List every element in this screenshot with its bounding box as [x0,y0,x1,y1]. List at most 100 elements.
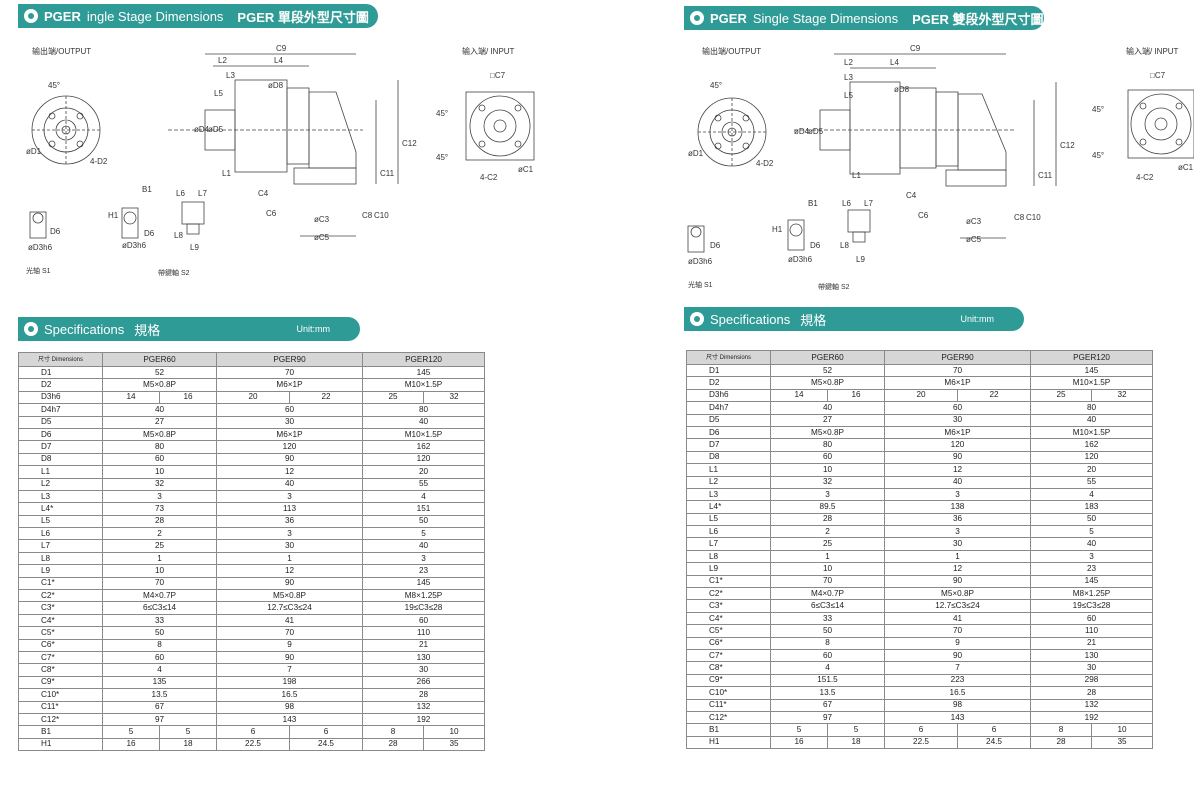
table-cell: 32 [1091,388,1153,403]
table-cell: M4×0.7P [770,587,885,601]
svg-text:øC3: øC3 [314,215,330,224]
table-cell: 132 [362,700,485,714]
row-label: L2 [18,477,103,491]
banner-title-cn: PGER 雙段外型尺寸圖 [912,11,1044,27]
table-cell: 30 [362,663,485,677]
table-header-cell: PGER60 [102,352,217,367]
table-cell: 1 [884,549,1031,564]
svg-text:C8: C8 [362,211,373,220]
svg-text:C9: C9 [910,44,921,53]
svg-text:C10: C10 [374,211,389,220]
svg-text:45°: 45° [436,153,448,162]
table-cell: 32 [770,475,885,489]
row-label: C4* [686,611,771,626]
table-cell: 10 [102,564,217,578]
svg-text:L8: L8 [174,231,183,240]
svg-text:B1: B1 [142,185,152,194]
table-cell: 50 [362,514,485,529]
bullet-icon [24,322,38,336]
svg-text:C10: C10 [1026,213,1041,222]
table-cell: 27 [102,415,217,429]
table-header-cell: PGER120 [362,352,485,367]
table-cell: 3 [1030,549,1153,564]
table-cell: 10 [770,463,885,477]
shaft-s2-label: 帶鍵軸 S2 [158,270,190,277]
table-cell: 24.5 [289,737,363,752]
svg-text:øD8: øD8 [268,81,284,90]
table-cell: 36 [884,512,1031,527]
table-cell: 151 [362,502,485,516]
table-cell: 60 [102,650,217,665]
svg-text:øD8: øD8 [894,85,910,94]
table-cell: 20 [1030,463,1153,477]
svg-text:øD3h6: øD3h6 [688,257,713,266]
svg-text:øD3h6: øD3h6 [28,243,53,252]
svg-text:C4: C4 [906,191,917,200]
table-cell: 98 [884,698,1031,712]
table-cell: 138 [884,500,1031,514]
table-cell: 32 [102,477,217,491]
row-label: L7 [686,537,771,551]
table-cell: 40 [102,403,217,417]
table-cell: 3 [884,525,1031,539]
row-label: L8 [18,551,103,566]
table-cell: 14 [770,388,828,403]
svg-text:L9: L9 [856,255,865,264]
table-header-cell: PGER90 [884,350,1031,365]
table-cell: 7 [216,663,363,677]
dimension-drawing: C9 L2 L4 L3 L5 øD8 øD4 øD5 øD1 4-D2 L1 C… [26,44,535,252]
row-label: D5 [686,413,771,427]
table-cell: 4 [102,663,217,677]
table-cell: 266 [362,675,485,690]
row-label: D6 [686,425,771,440]
table-cell: 35 [1091,735,1153,750]
table-cell: 52 [102,365,217,380]
svg-text:C12: C12 [402,139,417,148]
right-page: PGER Single Stage Dimensions PGER 雙段外型尺寸… [684,0,1200,793]
table-cell: 16.5 [216,688,363,702]
svg-text:L2: L2 [218,56,227,65]
row-label: C1* [18,576,103,591]
row-label: B1 [686,723,771,737]
shaft-s1-label: 光轴 S1 [688,282,713,289]
dimensions-banner: PGER ingle Stage Dimensions PGER 單段外型尺寸圖 [18,4,378,28]
row-label: D2 [18,378,103,392]
table-cell: 90 [216,452,363,467]
row-label: L4* [686,500,771,514]
row-label: B1 [18,725,103,739]
table-cell: 12 [216,465,363,479]
svg-text:□C7: □C7 [1150,71,1166,80]
table-cell: 40 [362,415,485,429]
table-cell: M4×0.7P [102,589,217,603]
row-label: C11* [686,698,771,712]
table-cell: 30 [884,413,1031,427]
table-cell: 143 [216,712,363,727]
row-label: C7* [686,648,771,663]
table-cell: 192 [1030,710,1153,725]
svg-text:øC5: øC5 [314,233,330,242]
table-cell: M10×1.5P [362,427,485,442]
table-cell: 28 [1030,735,1092,750]
table-cell: 135 [102,675,217,690]
row-label: D6 [18,427,103,442]
svg-text:L9: L9 [190,243,199,252]
row-label: C2* [686,587,771,601]
svg-text:øD3h6: øD3h6 [122,241,147,250]
svg-text:C11: C11 [380,169,395,178]
table-cell: 55 [1030,475,1153,489]
svg-text:4-D2: 4-D2 [90,157,108,166]
banner-brand: PGER [44,8,81,24]
row-label: L5 [18,514,103,529]
table-cell: 7 [884,661,1031,675]
